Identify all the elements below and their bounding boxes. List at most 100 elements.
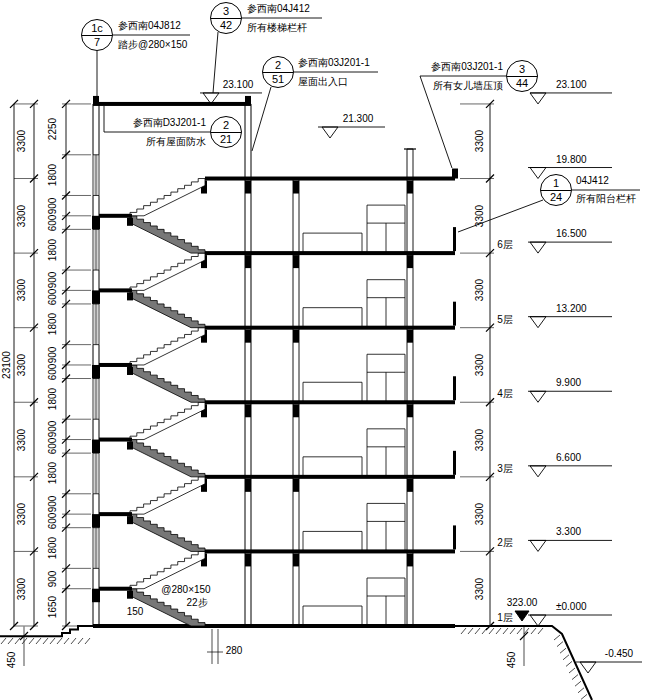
parapet <box>452 169 458 179</box>
elevation-mark <box>322 127 338 138</box>
ground-hatch <box>43 638 48 644</box>
circle-row: 1 <box>541 178 571 189</box>
elevation-text: ±0.000 <box>556 602 587 612</box>
extension-line <box>62 215 91 216</box>
elevation-mark <box>528 391 612 392</box>
callout-underline <box>572 190 640 191</box>
dimension-line <box>524 627 525 667</box>
extension-line <box>14 551 38 552</box>
beam <box>245 330 251 343</box>
window <box>95 528 96 569</box>
sheet-number: 44 <box>516 77 528 89</box>
window <box>99 304 100 345</box>
window <box>92 528 101 569</box>
dimension-text: 900 <box>48 272 58 289</box>
extension-line <box>62 195 91 196</box>
ground-hatch <box>517 628 522 634</box>
landing-beam <box>92 290 100 304</box>
stair-flight <box>130 328 205 365</box>
circle-divider <box>82 35 112 36</box>
extension-line <box>62 344 91 345</box>
cabinet <box>367 503 405 551</box>
dimension-text: 1800 <box>48 537 58 559</box>
beam <box>407 479 413 492</box>
circle-divider <box>211 132 241 133</box>
extension-line <box>14 103 38 104</box>
extension-line <box>62 419 91 420</box>
stair-flight <box>130 551 205 588</box>
ground-hatch <box>531 628 536 634</box>
detail-index-circle: 344 <box>506 60 538 92</box>
dimension-text: 3300 <box>475 354 485 376</box>
beam <box>407 330 413 343</box>
floor-slab <box>205 177 455 181</box>
dimension-text: 600 <box>48 363 58 380</box>
balcony-railing <box>453 525 456 549</box>
cabinet <box>367 205 405 253</box>
dimension-text: 2250 <box>48 118 58 140</box>
elevation-text: 19.800 <box>556 155 587 165</box>
window <box>93 154 99 155</box>
parapet <box>93 96 99 104</box>
ground-hatch <box>496 628 501 634</box>
window <box>99 453 100 494</box>
ground-hatch <box>557 642 563 647</box>
benchmark-mark <box>515 611 529 621</box>
ground-hatch <box>468 628 473 634</box>
ground-hatch <box>36 638 41 644</box>
circle-divider <box>507 76 537 77</box>
balcony-railing <box>453 227 456 251</box>
cabinet <box>386 596 387 626</box>
extension-line <box>62 588 91 589</box>
dimension-text: 280 <box>226 646 243 656</box>
sheet-number: 24 <box>550 191 562 203</box>
dimension-line <box>207 652 223 653</box>
elevation-text: 3.300 <box>556 527 581 537</box>
elevation-text: 13.200 <box>556 304 587 314</box>
window <box>92 379 101 420</box>
window <box>93 419 99 420</box>
stair-flight-cut <box>130 514 205 551</box>
stair-flight-cut <box>130 216 205 253</box>
window <box>99 379 100 420</box>
beam <box>293 479 299 492</box>
circle-divider <box>541 190 571 191</box>
cabinet <box>386 447 387 477</box>
detail-number: 2 <box>223 119 229 131</box>
dimension-line <box>212 629 213 664</box>
elevation-mark <box>580 662 596 673</box>
reference-note: 所有屋面防水 <box>146 137 206 147</box>
extension-line <box>460 327 494 328</box>
window <box>93 344 99 345</box>
floor-slab <box>205 475 455 479</box>
window <box>93 229 94 270</box>
landing-beam <box>92 365 100 379</box>
stair-flight-cut <box>130 440 205 477</box>
window <box>92 155 101 196</box>
reference-note: 参西南D3J201-1 <box>133 118 206 128</box>
detail-index-circle: 124 <box>540 174 572 206</box>
window <box>93 453 94 494</box>
dimension-tick <box>520 632 528 640</box>
cabinet <box>367 280 405 328</box>
extension-line <box>62 364 91 365</box>
ground-hatch <box>71 638 76 644</box>
ground-hatch <box>538 628 543 634</box>
elevation-mark <box>530 168 546 179</box>
ground-hatch <box>57 638 62 644</box>
detail-number: 1c <box>91 22 103 34</box>
balcony-railing <box>453 451 456 475</box>
beam <box>245 479 251 492</box>
callout-underline <box>294 72 378 73</box>
landing-beam <box>127 516 133 524</box>
dimension-text: 1800 <box>48 239 58 261</box>
elevation-mark <box>530 540 546 551</box>
detail-index-circle: 1c7 <box>81 19 113 51</box>
window <box>93 568 99 569</box>
window <box>93 270 99 271</box>
reference-note: 屋面出入口 <box>298 77 348 87</box>
window <box>93 379 94 420</box>
extension-line <box>460 178 494 179</box>
beam <box>293 404 299 417</box>
extension-line <box>460 402 494 403</box>
